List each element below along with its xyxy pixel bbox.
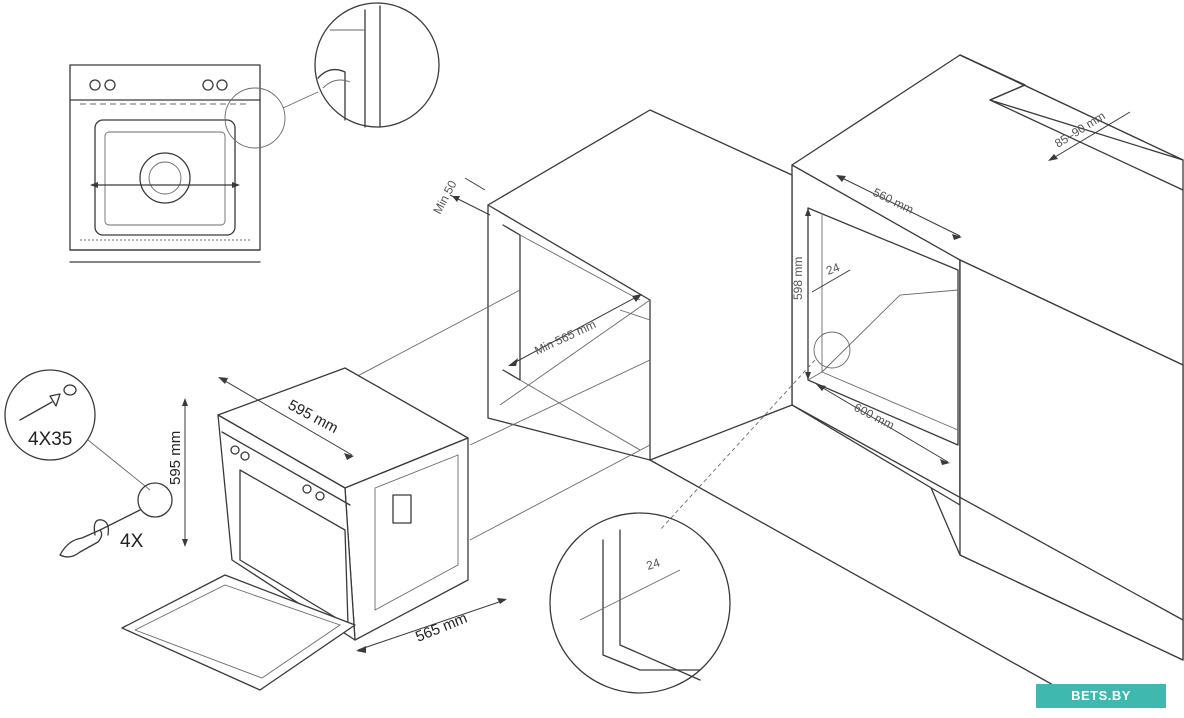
knob-4 <box>315 491 325 501</box>
screw-icon <box>19 393 61 421</box>
tall-cabinet <box>791 54 1184 661</box>
base-unit <box>487 109 1184 701</box>
detail-gap-label: 24 <box>645 555 662 573</box>
dim-top-min: Min 50 <box>430 177 491 216</box>
screw-callout: 4X35 4X <box>4 369 173 558</box>
detail-zoom: 24 <box>549 512 731 694</box>
cab-height-label: 598 mm <box>791 257 805 300</box>
guide-lines <box>349 289 651 541</box>
oven-front-icon <box>69 64 319 263</box>
dim-min-depth: Min 565 mm <box>508 294 642 366</box>
oven-door <box>121 574 356 691</box>
detail-marker <box>813 331 851 369</box>
knob-3 <box>302 484 312 494</box>
screw-size-label: 4X35 <box>28 429 72 450</box>
knob-1 <box>230 445 240 455</box>
oven-depth-label: 565 mm <box>413 610 470 646</box>
oven-height-label: 595 mm <box>167 431 184 485</box>
cabinet-side-face <box>959 259 1184 661</box>
oven-front <box>217 414 356 641</box>
detail-zoom-top <box>314 2 440 128</box>
screw-cap-icon <box>63 384 77 396</box>
oven <box>121 367 469 691</box>
knob-2 <box>240 451 250 461</box>
screwdriver-icon <box>59 509 141 558</box>
side-gap-label: 24 <box>824 260 842 278</box>
worktop-face <box>487 109 793 461</box>
screw-qty-label: 4X <box>120 531 144 552</box>
min-depth-label: Min 565 mm <box>532 317 598 358</box>
watermark-badge: BETS.BY <box>1036 684 1166 708</box>
